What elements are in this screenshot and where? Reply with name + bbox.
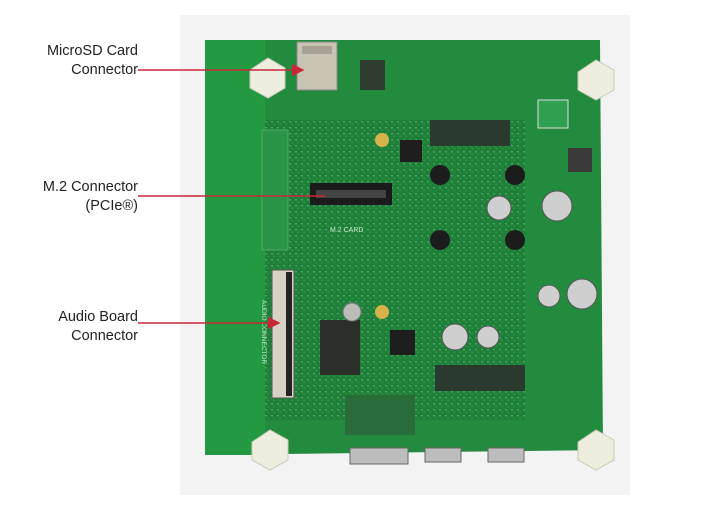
bottom-connector	[349, 447, 409, 465]
bottom-connector	[487, 447, 525, 463]
capacitor	[541, 190, 573, 222]
silkscreen-box	[261, 129, 289, 251]
label-line: (PCIe®)	[85, 198, 138, 214]
connector-block	[345, 395, 415, 435]
inductor	[568, 148, 592, 172]
audio-callout-label: Audio Board Connector	[58, 308, 138, 346]
chip	[390, 330, 415, 355]
jacks	[430, 165, 525, 250]
microsd-callout-label: MicroSD Card Connector	[47, 42, 138, 80]
capacitor	[486, 195, 512, 221]
label-line: Connector	[71, 328, 138, 344]
label-line: MicroSD Card	[46, 43, 138, 59]
standoff	[577, 59, 615, 101]
memory-module	[430, 120, 510, 146]
m2-callout-label: M.2 Connector (PCIe®)	[43, 178, 138, 216]
mounting-hole	[375, 305, 389, 319]
standoff	[577, 429, 615, 471]
standoff	[251, 429, 289, 471]
mounting-hole	[375, 133, 389, 147]
label-line: M.2 Connector	[42, 179, 138, 195]
bottom-connector	[424, 447, 462, 463]
memory-module	[435, 365, 525, 391]
audio-connector-pins	[286, 272, 292, 396]
label-line: Connector	[71, 62, 138, 78]
standoffs	[249, 57, 615, 471]
chip	[400, 140, 422, 162]
chip	[320, 320, 360, 375]
capacitor	[441, 323, 469, 351]
label-line: Audio Board	[58, 309, 138, 325]
component	[537, 99, 569, 129]
standoff	[249, 57, 286, 99]
m2-connector-pins	[316, 190, 386, 198]
microsd-slot	[302, 46, 332, 54]
capacitor	[537, 284, 561, 308]
chip	[360, 60, 385, 90]
audio-silkscreen: AUDIO CONNECTOR	[260, 300, 267, 364]
m2-silkscreen: M.2 CARD	[330, 227, 363, 234]
capacitor	[566, 278, 598, 310]
screw	[342, 302, 362, 322]
capacitors	[441, 190, 598, 351]
capacitor	[476, 325, 500, 349]
pcb-antenna-area	[205, 40, 265, 455]
